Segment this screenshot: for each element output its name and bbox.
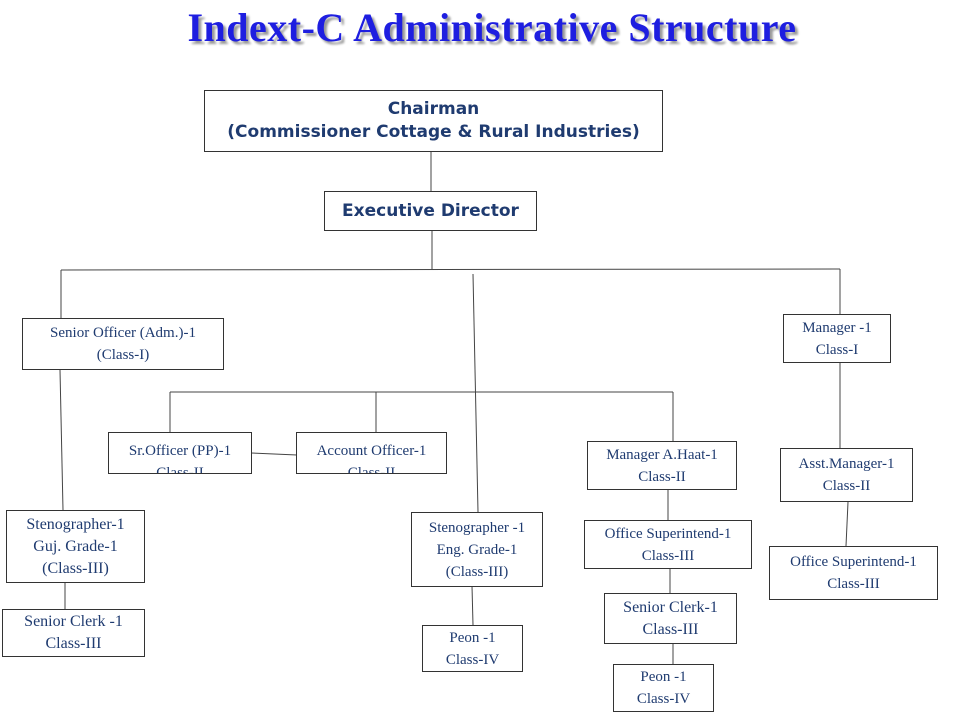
office-superintend-right-box: Office Superintend-1 Class-III <box>769 546 938 600</box>
stenographer-guj-grade: Guj. Grade-1 <box>33 537 118 555</box>
office-superintend-mid-class: Class-III <box>641 547 695 564</box>
stenographer-eng-box: Stenographer -1 Eng. Grade-1 (Class-III) <box>411 512 543 587</box>
sr-officer-pp-class: Class-II <box>156 465 204 474</box>
senior-clerk-left-box: Senior Clerk -1 Class-III <box>2 609 145 657</box>
senior-clerk-left-class: Class-III <box>45 635 102 652</box>
office-superintend-right-class: Class-III <box>827 576 880 592</box>
stenographer-eng-title: Stenographer -1 <box>428 519 526 536</box>
manager-class: Class-I <box>815 341 859 358</box>
sr-officer-pp-box: Sr.Officer (PP)-1 Class-II <box>108 432 252 474</box>
manager-ahaat-box: Manager A.Haat-1 Class-II <box>587 441 737 490</box>
manager-ahaat-title: Manager A.Haat-1 <box>606 446 718 463</box>
peon-right-title: Peon -1 <box>640 669 687 685</box>
chairman-box: Chairman (Commissioner Cottage & Rural I… <box>204 90 663 152</box>
account-officer-title: Account Officer-1 <box>316 443 427 459</box>
office-superintend-mid-box: Office Superintend-1 Class-III <box>584 520 752 569</box>
account-officer-box: Account Officer-1 Class-II <box>296 432 447 474</box>
stenographer-guj-class: (Class-III) <box>42 559 109 577</box>
executive-director-box: Executive Director <box>324 191 537 231</box>
manager-ahaat-class: Class-II <box>638 468 686 485</box>
senior-clerk-mid-box: Senior Clerk-1 Class-III <box>604 593 737 644</box>
sr-officer-pp-title: Sr.Officer (PP)-1 <box>128 443 232 459</box>
executive-director-title: Executive Director <box>342 200 519 221</box>
manager-box: Manager -1 Class-I <box>783 314 891 363</box>
peon-right-box: Peon -1 Class-IV <box>613 664 714 712</box>
senior-clerk-left-title: Senior Clerk -1 <box>24 613 123 630</box>
peon-mid-class: Class-IV <box>445 651 500 668</box>
stenographer-guj-box: Stenographer-1 Guj. Grade-1 (Class-III) <box>6 510 145 583</box>
stenographer-guj-title: Stenographer-1 <box>26 515 125 533</box>
connector-to-steno-eng <box>472 273 479 513</box>
connector-to-office-sup-right <box>845 501 849 547</box>
senior-officer-adm-title: Senior Officer (Adm.)-1 <box>50 325 196 341</box>
asst-manager-class: Class-II <box>822 478 871 494</box>
connector-pp-account <box>250 452 298 456</box>
chairman-title: Chairman <box>387 99 480 119</box>
account-officer-class: Class-II <box>347 465 396 474</box>
senior-officer-adm-class: (Class-I) <box>96 347 150 363</box>
asst-manager-title: Asst.Manager-1 <box>798 456 895 472</box>
senior-clerk-mid-class: Class-III <box>642 620 699 638</box>
stenographer-eng-class: (Class-III) <box>445 563 509 580</box>
asst-manager-box: Asst.Manager-1 Class-II <box>780 448 913 502</box>
peon-mid-box: Peon -1 Class-IV <box>422 625 523 672</box>
connector-top-horizontal <box>60 268 841 271</box>
connector-to-peon-mid <box>471 585 474 626</box>
chairman-subtitle: (Commissioner Cottage & Rural Industries… <box>227 122 640 142</box>
manager-title: Manager -1 <box>802 319 872 336</box>
office-superintend-right-title: Office Superintend-1 <box>790 554 917 570</box>
senior-clerk-mid-title: Senior Clerk-1 <box>623 598 718 616</box>
peon-right-class: Class-IV <box>636 691 691 707</box>
peon-mid-title: Peon -1 <box>449 629 496 646</box>
page-title: Indext-C Administrative Structure <box>187 5 797 50</box>
office-superintend-mid-title: Office Superintend-1 <box>604 525 732 542</box>
senior-officer-adm-box: Senior Officer (Adm.)-1 (Class-I) <box>22 318 224 370</box>
connector-to-steno-guj <box>59 369 64 511</box>
stenographer-eng-grade: Eng. Grade-1 <box>436 541 518 558</box>
